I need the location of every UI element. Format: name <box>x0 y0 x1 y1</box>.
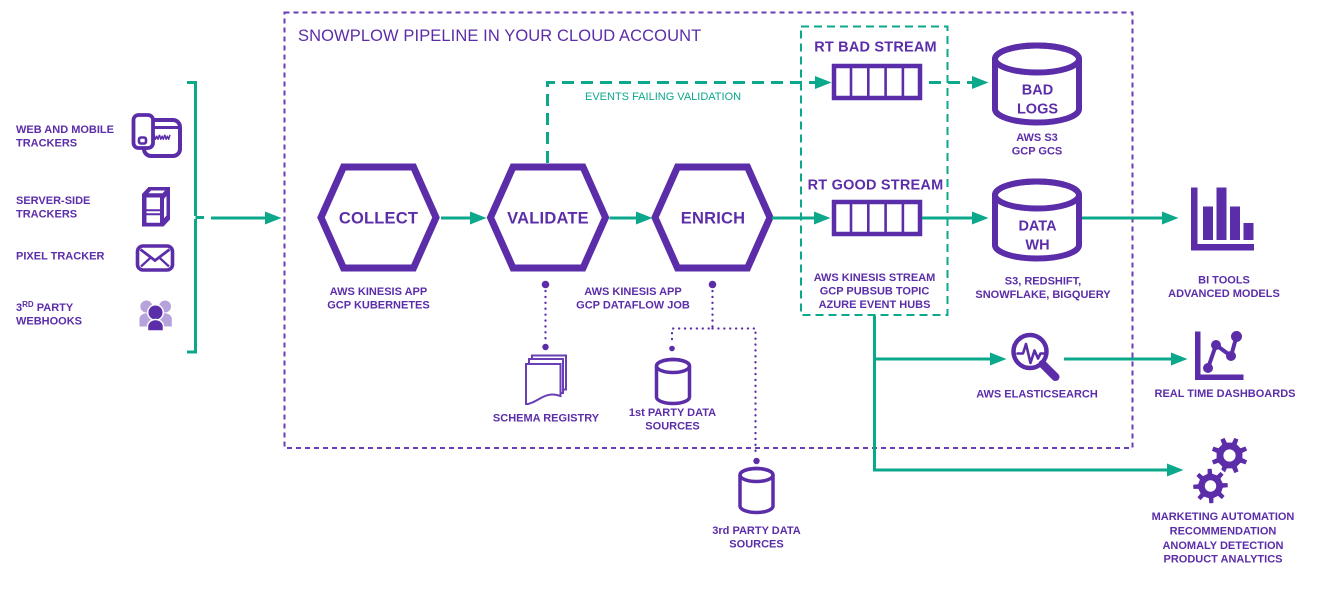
svg-text:ENRICH: ENRICH <box>681 210 745 228</box>
svg-text:WEBHOOKS: WEBHOOKS <box>16 316 82 328</box>
svg-text:DATA: DATA <box>1018 219 1057 235</box>
svg-text:SOURCES: SOURCES <box>645 421 699 433</box>
svg-text:SNOWPLOW PIPELINE IN YOUR CLOU: SNOWPLOW PIPELINE IN YOUR CLOUD ACCOUNT <box>298 27 701 45</box>
svg-text:VALIDATE: VALIDATE <box>507 210 589 228</box>
svg-text:GCP PUBSUB TOPIC: GCP PUBSUB TOPIC <box>820 286 930 298</box>
svg-text:ANOMALY DETECTION: ANOMALY DETECTION <box>1162 540 1283 552</box>
svg-text:AWS KINESIS STREAM: AWS KINESIS STREAM <box>814 272 936 284</box>
svg-text:AWS ELASTICSEARCH: AWS ELASTICSEARCH <box>976 389 1098 401</box>
svg-text:ADVANCED MODELS: ADVANCED MODELS <box>1168 288 1280 300</box>
svg-text:EVENTS FAILING VALIDATION: EVENTS FAILING VALIDATION <box>585 91 741 103</box>
svg-text:SCHEMA REGISTRY: SCHEMA REGISTRY <box>493 413 600 425</box>
svg-text:RECOMMENDATION: RECOMMENDATION <box>1170 526 1277 538</box>
svg-text:S3, REDSHIFT,: S3, REDSHIFT, <box>1005 276 1081 288</box>
svg-text:TRACKERS: TRACKERS <box>16 138 77 150</box>
svg-text:PRODUCT ANALYTICS: PRODUCT ANALYTICS <box>1164 554 1283 566</box>
svg-text:COLLECT: COLLECT <box>339 210 418 228</box>
svg-text:MARKETING AUTOMATION: MARKETING AUTOMATION <box>1152 511 1295 523</box>
svg-text:WEB AND MOBILE: WEB AND MOBILE <box>16 124 114 136</box>
svg-text:AWS KINESIS APP: AWS KINESIS APP <box>584 286 681 298</box>
svg-text:AZURE EVENT HUBS: AZURE EVENT HUBS <box>819 299 931 311</box>
svg-text:TRACKERS: TRACKERS <box>16 209 77 221</box>
svg-text:SOURCES: SOURCES <box>729 539 783 551</box>
svg-text:RT GOOD STREAM: RT GOOD STREAM <box>808 178 944 194</box>
svg-text:GCP DATAFLOW JOB: GCP DATAFLOW JOB <box>576 300 690 312</box>
svg-text:REAL TIME DASHBOARDS: REAL TIME DASHBOARDS <box>1155 388 1296 400</box>
svg-text:RT BAD STREAM: RT BAD STREAM <box>814 40 937 56</box>
svg-text:GCP KUBERNETES: GCP KUBERNETES <box>327 300 429 312</box>
svg-text:BAD: BAD <box>1022 83 1053 99</box>
svg-text:SERVER-SIDE: SERVER-SIDE <box>16 195 90 207</box>
svg-text:PIXEL TRACKER: PIXEL TRACKER <box>16 251 104 263</box>
svg-text:BI TOOLS: BI TOOLS <box>1198 275 1250 287</box>
svg-text:1st PARTY DATA: 1st PARTY DATA <box>629 407 716 419</box>
svg-text:GCP GCS: GCP GCS <box>1012 146 1063 158</box>
svg-text:3rd PARTY DATA: 3rd PARTY DATA <box>712 525 800 537</box>
svg-text:WH: WH <box>1025 238 1049 254</box>
svg-text:SNOWFLAKE, BIGQUERY: SNOWFLAKE, BIGQUERY <box>975 289 1111 301</box>
svg-text:LOGS: LOGS <box>1017 102 1058 118</box>
svg-text:AWS KINESIS APP: AWS KINESIS APP <box>330 286 427 298</box>
svg-text:AWS S3: AWS S3 <box>1016 132 1058 144</box>
